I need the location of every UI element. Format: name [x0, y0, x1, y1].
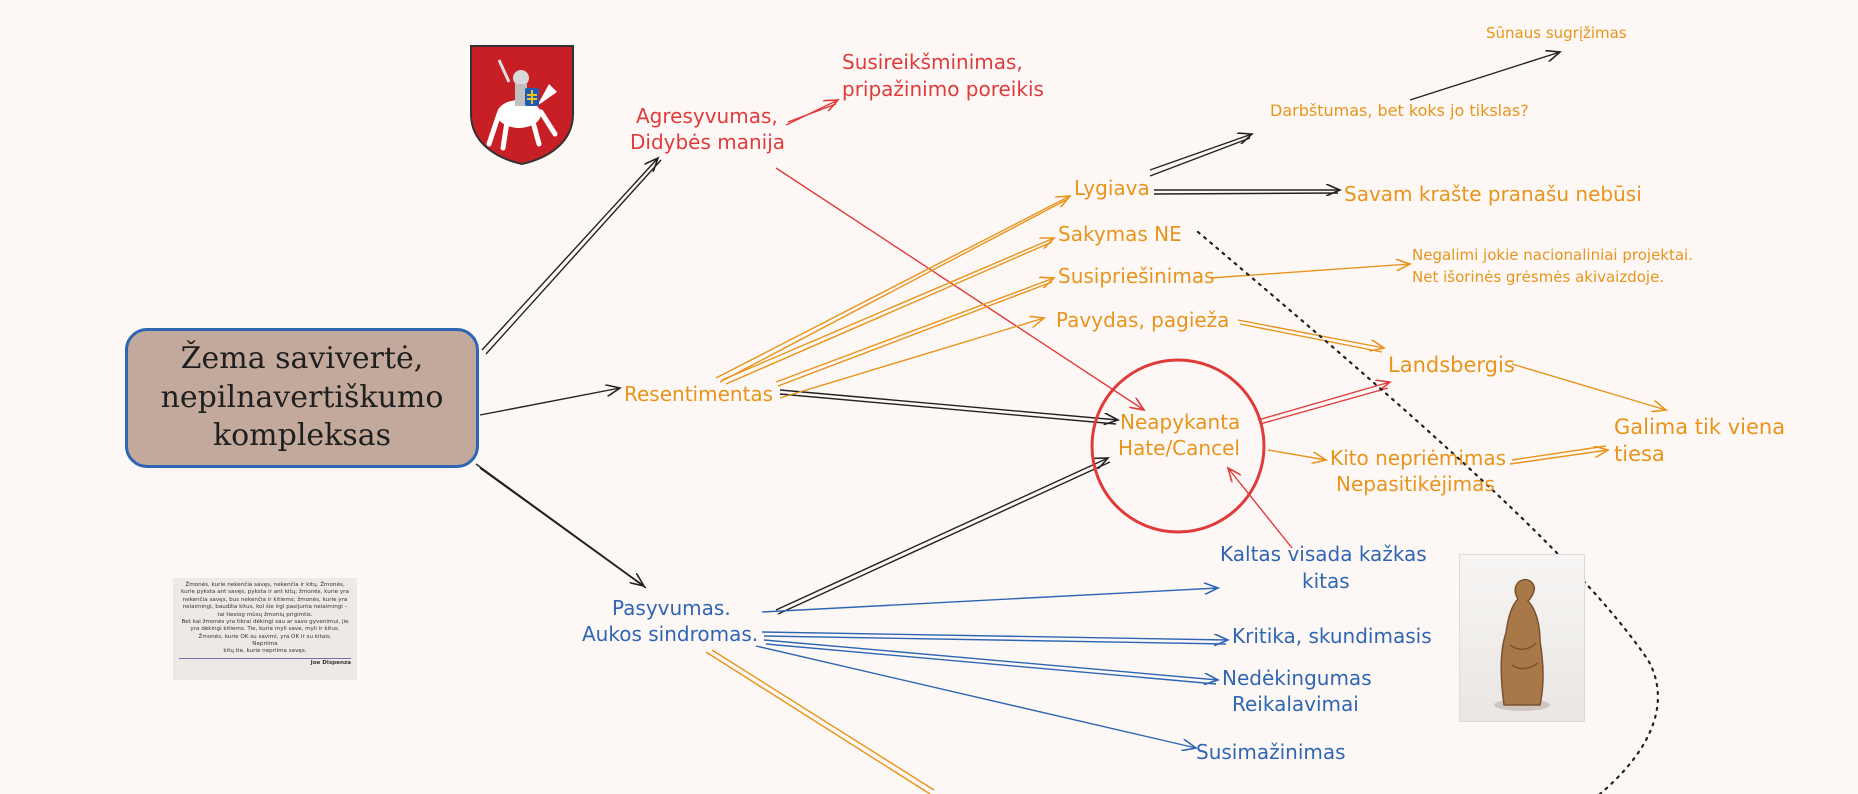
quote-line: Nepriima [252, 641, 278, 647]
node-sunaus-sugrizimas: Sūnaus sugrįžimas [1486, 24, 1627, 42]
node-nedekingumas: Nedėkingumas [1222, 666, 1372, 690]
center-node-text: Žema savivertė, nepilnavertiškumo komple… [160, 341, 444, 454]
node-susimazinimas: Susimažinimas [1196, 740, 1346, 764]
quote-line: tai tiesiog mūsų žmonių prigimtis. [217, 611, 313, 618]
node-kritika: Kritika, skundimasis [1232, 624, 1432, 648]
quote-card: Žmonės, kurie nekenčia savęs, nekenčia i… [173, 578, 357, 680]
node-pavydas: Pavydas, pagieža [1056, 308, 1230, 332]
node-sakymas-ne: Sakymas NE [1058, 222, 1182, 246]
black-arrows [475, 52, 1560, 615]
orange-arrows [705, 196, 1666, 794]
node-nepasitikejimas: Nepasitikėjimas [1336, 472, 1495, 496]
statue-figure [1494, 579, 1550, 711]
node-lygiava: Lygiava [1074, 176, 1150, 200]
node-neapykanta: Neapykanta [1120, 410, 1241, 434]
vytis-shield-icon [470, 45, 574, 166]
quote-author: Joe Dispenza [179, 657, 351, 667]
node-negalimi-2: Net išorinės grėsmės akivaizdoje. [1412, 268, 1665, 286]
red-arrows [775, 100, 1390, 549]
node-pasyvumas: Pasyvumas. [612, 596, 731, 620]
node-kaltas-kitas: kitas [1302, 569, 1350, 593]
node-resentimentas: Resentimentas [624, 382, 774, 406]
blue-arrows [755, 588, 1228, 748]
node-kito-nepriemimas: Kito nepriėmimas [1330, 446, 1507, 470]
node-negalimi-1: Negalimi jokie nacionaliniai projektai. [1412, 246, 1693, 264]
node-landsbergis: Landsbergis [1388, 353, 1515, 377]
quote-line: kurie pyksta ant savęs, pyksta ir ant ki… [181, 589, 349, 596]
quote-line: Žmonės, kurie OK su savimi, yra OK ir su… [198, 633, 332, 640]
quote-line: nekenčia savęs, bus nekenčia ir kitiems;… [182, 596, 348, 603]
node-galima-tik-viena: Galima tik viena [1614, 415, 1786, 439]
quote-line: Bet kai žmonės yra tikrai dėkingi sau ar… [181, 618, 349, 625]
node-agresyvumas: Agresyvumas, [636, 104, 778, 128]
node-tiesa: tiesa [1614, 442, 1665, 466]
node-darbstumas: Darbštumas, bet koks jo tikslas? [1270, 101, 1529, 120]
node-aukos-sindromas: Aukos sindromas. [582, 622, 759, 646]
node-didybes-manija: Didybės manija [630, 130, 786, 154]
wooden-statue-image [1459, 554, 1585, 722]
node-susireiksminimas: Susireikšminimas, [842, 50, 1023, 74]
node-susipriesinimas: Susipriešinimas [1058, 264, 1215, 288]
node-pripazinimo: pripažinimo poreikis [842, 77, 1044, 101]
quote-line: kitų tie, kurie nepriima savęs. [223, 648, 307, 655]
hate-circle [1090, 358, 1266, 534]
quote-line: yra dėkingi kitiems. Tie, kurie myli sav… [190, 626, 340, 633]
node-reikalavimai: Reikalavimai [1232, 692, 1359, 716]
center-node: Žema savivertė, nepilnavertiškumo komple… [125, 328, 479, 468]
quote-line: nelaimingi, baudžia kitus, kol šie irgi … [182, 604, 348, 611]
node-hate-cancel: Hate/Cancel [1118, 436, 1240, 460]
dotted-boundary [1196, 230, 1659, 794]
node-savam-kraste: Savam krašte pranašu nebūsi [1344, 182, 1642, 206]
node-kaltas-visada: Kaltas visada kažkas [1220, 542, 1427, 566]
quote-line: Žmonės, kurie nekenčia savęs, nekenčia i… [185, 582, 345, 588]
